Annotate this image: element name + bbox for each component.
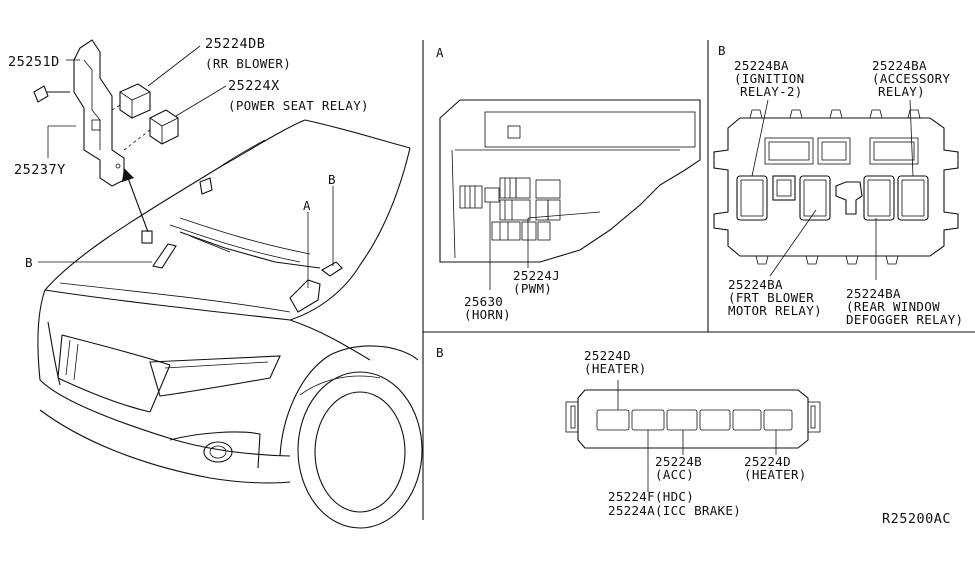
frt-blower-part: 25224BA bbox=[728, 277, 783, 292]
panel-a-labels: A 25224J (PWM) 25630 (HORN) bbox=[436, 45, 560, 322]
left-labels: 25251D 25224DB (RR BLOWER) 25224X (POWER… bbox=[8, 36, 369, 270]
part-25224db: 25224DB bbox=[205, 36, 265, 52]
panel-b-top-labels: B 25224BA (IGNITION RELAY-2) 25224BA (AC… bbox=[718, 43, 963, 327]
frt-blower-desc2: MOTOR RELAY) bbox=[728, 303, 822, 318]
rear-defog-desc1: (REAR WINDOW bbox=[846, 299, 940, 314]
part-25224db-desc: (RR BLOWER) bbox=[205, 56, 291, 71]
panel-dividers bbox=[422, 40, 975, 520]
ign-relay-part: 25224BA bbox=[734, 58, 789, 73]
diagram-code: R25200AC bbox=[882, 511, 951, 527]
part-25630: 25630 bbox=[464, 294, 503, 309]
relay-strip-b bbox=[565, 380, 821, 492]
acc-relay-desc1: (ACCESSORY bbox=[872, 71, 950, 86]
heater-top-desc: (HEATER) bbox=[584, 361, 647, 376]
part-25224x: 25224X bbox=[228, 78, 280, 94]
fuse-block-a bbox=[439, 99, 701, 290]
acc-relay-desc2: RELAY) bbox=[878, 84, 925, 99]
relay-box-b bbox=[713, 99, 959, 280]
panel-b-bottom-labels: B 25224D (HEATER) 25224B (ACC) 25224D (H… bbox=[436, 345, 807, 518]
fuse-cluster bbox=[459, 177, 561, 241]
panel-a-label: A bbox=[436, 45, 444, 60]
callout-a: A bbox=[303, 198, 311, 213]
bracket-assembly bbox=[33, 39, 334, 288]
panel-b-bottom-label: B bbox=[436, 345, 444, 360]
panel-b-top-label: B bbox=[718, 43, 726, 58]
callout-b-top: B bbox=[328, 172, 336, 187]
part-25224j: 25224J bbox=[513, 268, 560, 283]
ign-relay-desc2: RELAY-2) bbox=[740, 84, 803, 99]
hdc-line: 25224F(HDC) bbox=[608, 489, 694, 504]
rear-defog-desc2: DEFOGGER RELAY) bbox=[846, 312, 963, 327]
part-25630-desc: (HORN) bbox=[464, 307, 511, 322]
heater-right-part: 25224D bbox=[744, 454, 791, 469]
heater-right-desc: (HEATER) bbox=[744, 467, 807, 482]
rear-defog-part: 25224BA bbox=[846, 286, 901, 301]
part-25224x-desc: (POWER SEAT RELAY) bbox=[228, 98, 369, 113]
heater-top-part: 25224D bbox=[584, 348, 631, 363]
frt-blower-desc1: (FRT BLOWER bbox=[728, 290, 814, 305]
ign-relay-desc1: (IGNITION bbox=[734, 71, 804, 86]
part-25237y: 25237Y bbox=[14, 162, 66, 178]
acc-part: 25224B bbox=[655, 454, 702, 469]
acc-relay-part: 25224BA bbox=[872, 58, 927, 73]
acc-desc: (ACC) bbox=[655, 467, 694, 482]
part-25251d: 25251D bbox=[8, 54, 60, 70]
callout-b-left: B bbox=[25, 255, 33, 270]
icc-brake-line: 25224A(ICC BRAKE) bbox=[608, 503, 741, 518]
vehicle-drawing bbox=[37, 119, 423, 529]
part-25224j-desc: (PWM) bbox=[513, 281, 552, 296]
